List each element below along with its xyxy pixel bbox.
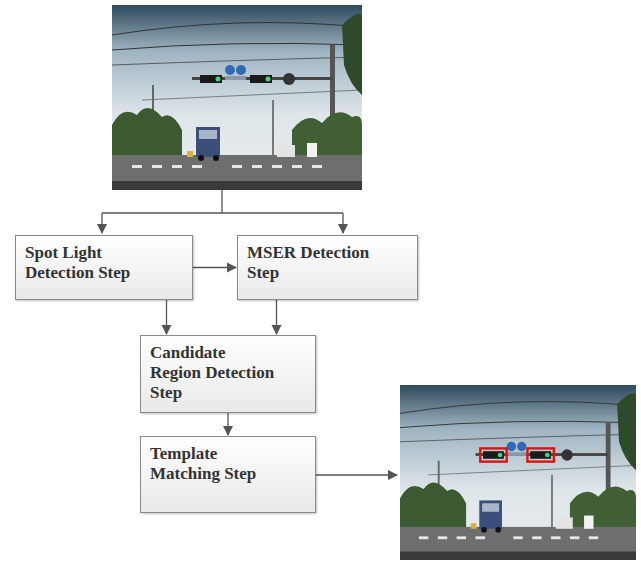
input-lines: [102, 190, 397, 475]
step-label: Spot Light Detection Step: [25, 243, 147, 283]
flow-arrow: [166, 300, 167, 334]
process-box: MSER Detection Step: [237, 235, 418, 300]
detection-box: [527, 448, 553, 461]
flow-arrow: [276, 300, 277, 334]
process-box: Template Matching Step: [140, 436, 316, 513]
detection-box: [480, 448, 506, 461]
flow-arrow: [227, 413, 228, 435]
step-label: Candidate Region Detection Step: [150, 343, 276, 403]
flow-arrow: [193, 267, 236, 268]
input-photo: [112, 5, 362, 190]
output-photo: [400, 385, 636, 560]
process-box: Spot Light Detection Step: [15, 235, 193, 300]
step-label: Template Matching Step: [150, 444, 276, 484]
step-label: MSER Detection Step: [247, 243, 387, 283]
process-box: Candidate Region Detection Step: [140, 335, 316, 413]
